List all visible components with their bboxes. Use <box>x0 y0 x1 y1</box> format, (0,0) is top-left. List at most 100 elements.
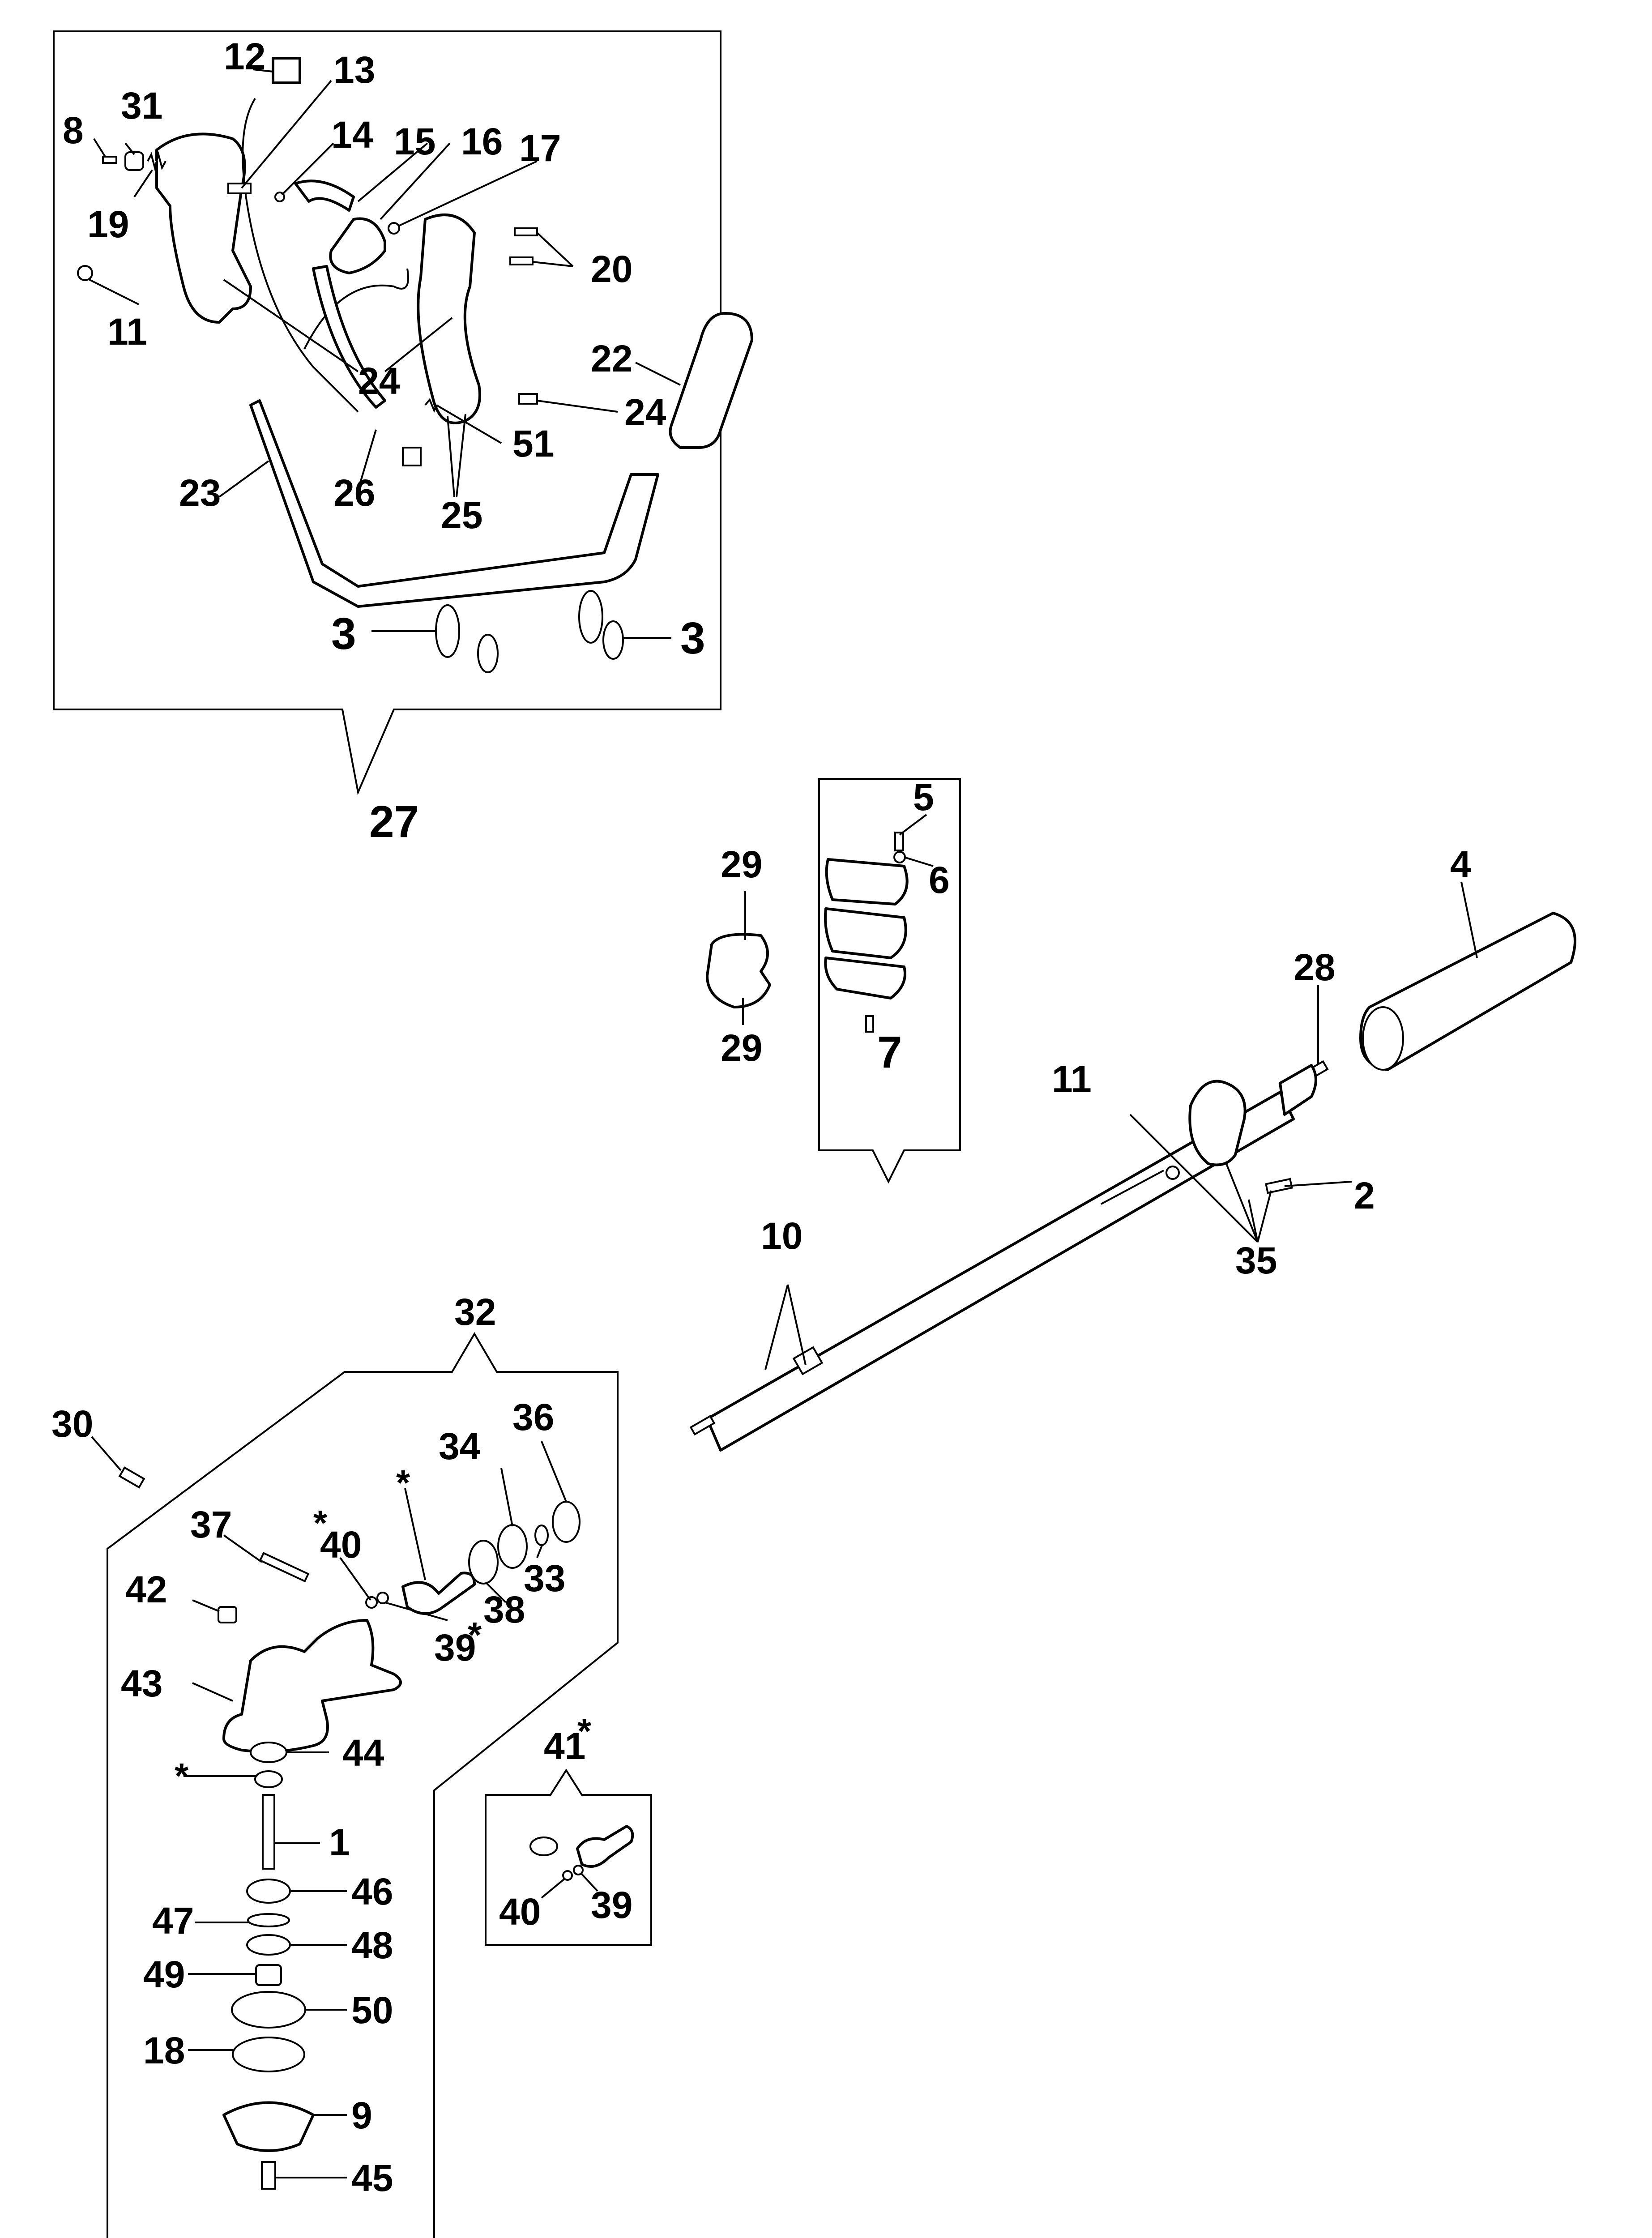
part-8-screw[interactable] <box>102 156 117 164</box>
part-clamp-lower[interactable] <box>824 957 906 999</box>
label-12: 12 <box>224 35 265 77</box>
label-39-kit: 39 <box>591 1884 632 1926</box>
part-23-handlebar[interactable] <box>249 399 659 608</box>
part-38-bearing[interactable] <box>468 1540 499 1585</box>
part-15-trigger[interactable] <box>294 179 355 212</box>
asterisk-bevel-gear: * <box>175 1756 189 1796</box>
label-27: 27 <box>369 797 419 847</box>
label-9: 9 <box>351 2094 372 2136</box>
part-10-shaft-tube[interactable] <box>706 1091 1295 1452</box>
part-31-collar[interactable] <box>124 151 144 171</box>
part-13-pin[interactable] <box>227 183 252 194</box>
part-1-output-shaft[interactable] <box>262 1794 275 1870</box>
part-3-ring-left-a[interactable] <box>435 604 460 658</box>
part-42-plug[interactable] <box>218 1606 237 1623</box>
part-11-nut-shaft[interactable] <box>1165 1166 1180 1180</box>
label-3-left: 3 <box>331 609 356 659</box>
part-20-screw-b[interactable] <box>509 256 534 265</box>
label-36: 36 <box>512 1396 554 1438</box>
part-5-screw[interactable] <box>894 832 904 851</box>
part-50-cover[interactable] <box>231 1991 306 2029</box>
group-32-gear-head-assembly: 32 30 36 34 * 37 * 40 33 42 38 39 * 43 4… <box>51 1291 619 2238</box>
label-37: 37 <box>190 1503 232 1546</box>
part-grip-housing[interactable] <box>417 214 481 424</box>
part-clamp-middle[interactable] <box>824 907 907 959</box>
part-44-bearing[interactable] <box>250 1742 287 1763</box>
asterisk-39: * <box>468 1615 482 1655</box>
label-2: 2 <box>1354 1175 1375 1217</box>
part-24-screw[interactable] <box>518 393 538 405</box>
part-20-screw-a[interactable] <box>514 227 538 236</box>
part-40-circlip[interactable] <box>365 1596 378 1609</box>
part-48-seal[interactable] <box>246 1934 291 1956</box>
part-bevel-gear[interactable] <box>254 1770 283 1788</box>
label-14: 14 <box>331 114 373 156</box>
part-16-throttle-lever[interactable] <box>329 217 386 274</box>
part-34-bearing[interactable] <box>497 1524 528 1569</box>
label-35: 35 <box>1235 1239 1277 1281</box>
part-46-bearing[interactable] <box>246 1879 291 1904</box>
part-45-bolt[interactable] <box>261 2161 276 2190</box>
part-3-ring-right-b[interactable] <box>602 620 624 660</box>
label-29-top: 29 <box>721 843 762 885</box>
group-27-leaders <box>89 68 681 639</box>
part-clamp-screw-bottom <box>865 1015 874 1033</box>
part-2-bolt[interactable] <box>1265 1178 1293 1194</box>
part-39-washer[interactable] <box>376 1592 389 1604</box>
label-26: 26 <box>333 472 375 514</box>
part-26-wire <box>303 268 409 350</box>
label-44: 44 <box>342 1732 384 1774</box>
part-4-foam-grip-group: 4 <box>1359 843 1576 1071</box>
part-17-spring[interactable] <box>388 222 400 235</box>
asterisk-40: * <box>313 1503 328 1543</box>
part-41-circlip[interactable] <box>562 1870 573 1881</box>
part-30-bolt[interactable] <box>118 1466 145 1489</box>
label-3-right: 3 <box>680 613 705 663</box>
part-pinion-gear[interactable] <box>401 1572 476 1615</box>
part-47-ring[interactable] <box>247 1913 290 1927</box>
part-29-bushing-shape[interactable] <box>706 933 771 1008</box>
part-3-ring-right-a[interactable] <box>578 590 603 644</box>
part-37-screw[interactable] <box>259 1552 310 1583</box>
part-33-circlip[interactable] <box>534 1525 549 1546</box>
label-24-b: 24 <box>624 391 666 433</box>
part-22-hand-grip[interactable] <box>669 312 753 449</box>
label-18: 18 <box>143 2029 185 2071</box>
label-10: 10 <box>761 1215 803 1257</box>
part-handle-mount[interactable] <box>1188 1080 1246 1166</box>
part-29-bushing: 29 29 <box>706 843 771 1069</box>
label-47: 47 <box>152 1900 194 1942</box>
label-40: 40 <box>320 1524 362 1566</box>
group-7-clamp-assembly: 5 6 7 <box>818 776 961 1184</box>
part-41-washer[interactable] <box>573 1865 584 1875</box>
label-29-bottom: 29 <box>721 1027 762 1069</box>
part-41-bevel-gear[interactable] <box>529 1837 558 1856</box>
part-18-flange[interactable] <box>232 2037 305 2072</box>
part-12-switch[interactable] <box>272 57 301 84</box>
part-clamp-upper[interactable] <box>825 858 909 905</box>
label-23: 23 <box>179 472 221 514</box>
part-6-washer[interactable] <box>893 851 906 863</box>
label-51: 51 <box>512 423 554 465</box>
label-43: 43 <box>121 1662 162 1704</box>
part-49-spacer[interactable] <box>255 1964 282 1986</box>
part-36-ring[interactable] <box>552 1501 581 1543</box>
label-4: 4 <box>1450 843 1471 885</box>
part-wiring <box>242 98 359 413</box>
part-11-nut[interactable] <box>77 265 93 281</box>
part-connector <box>402 447 422 466</box>
part-housing-plate[interactable] <box>155 132 252 324</box>
label-30: 30 <box>51 1403 93 1445</box>
label-28: 28 <box>1293 946 1335 988</box>
part-41-pinion[interactable] <box>576 1825 634 1868</box>
part-3-ring-left-b[interactable] <box>477 634 499 673</box>
part-9-ground-cup[interactable] <box>222 2101 315 2152</box>
label-11-handle: 11 <box>107 311 147 353</box>
label-22: 22 <box>591 337 632 380</box>
label-45: 45 <box>351 2157 393 2199</box>
label-48: 48 <box>351 1924 393 1966</box>
part-shaft-collar[interactable] <box>1279 1064 1317 1116</box>
part-19-spring[interactable] <box>147 151 166 171</box>
asterisk-41: * <box>577 1711 592 1751</box>
part-conduit <box>312 265 386 409</box>
